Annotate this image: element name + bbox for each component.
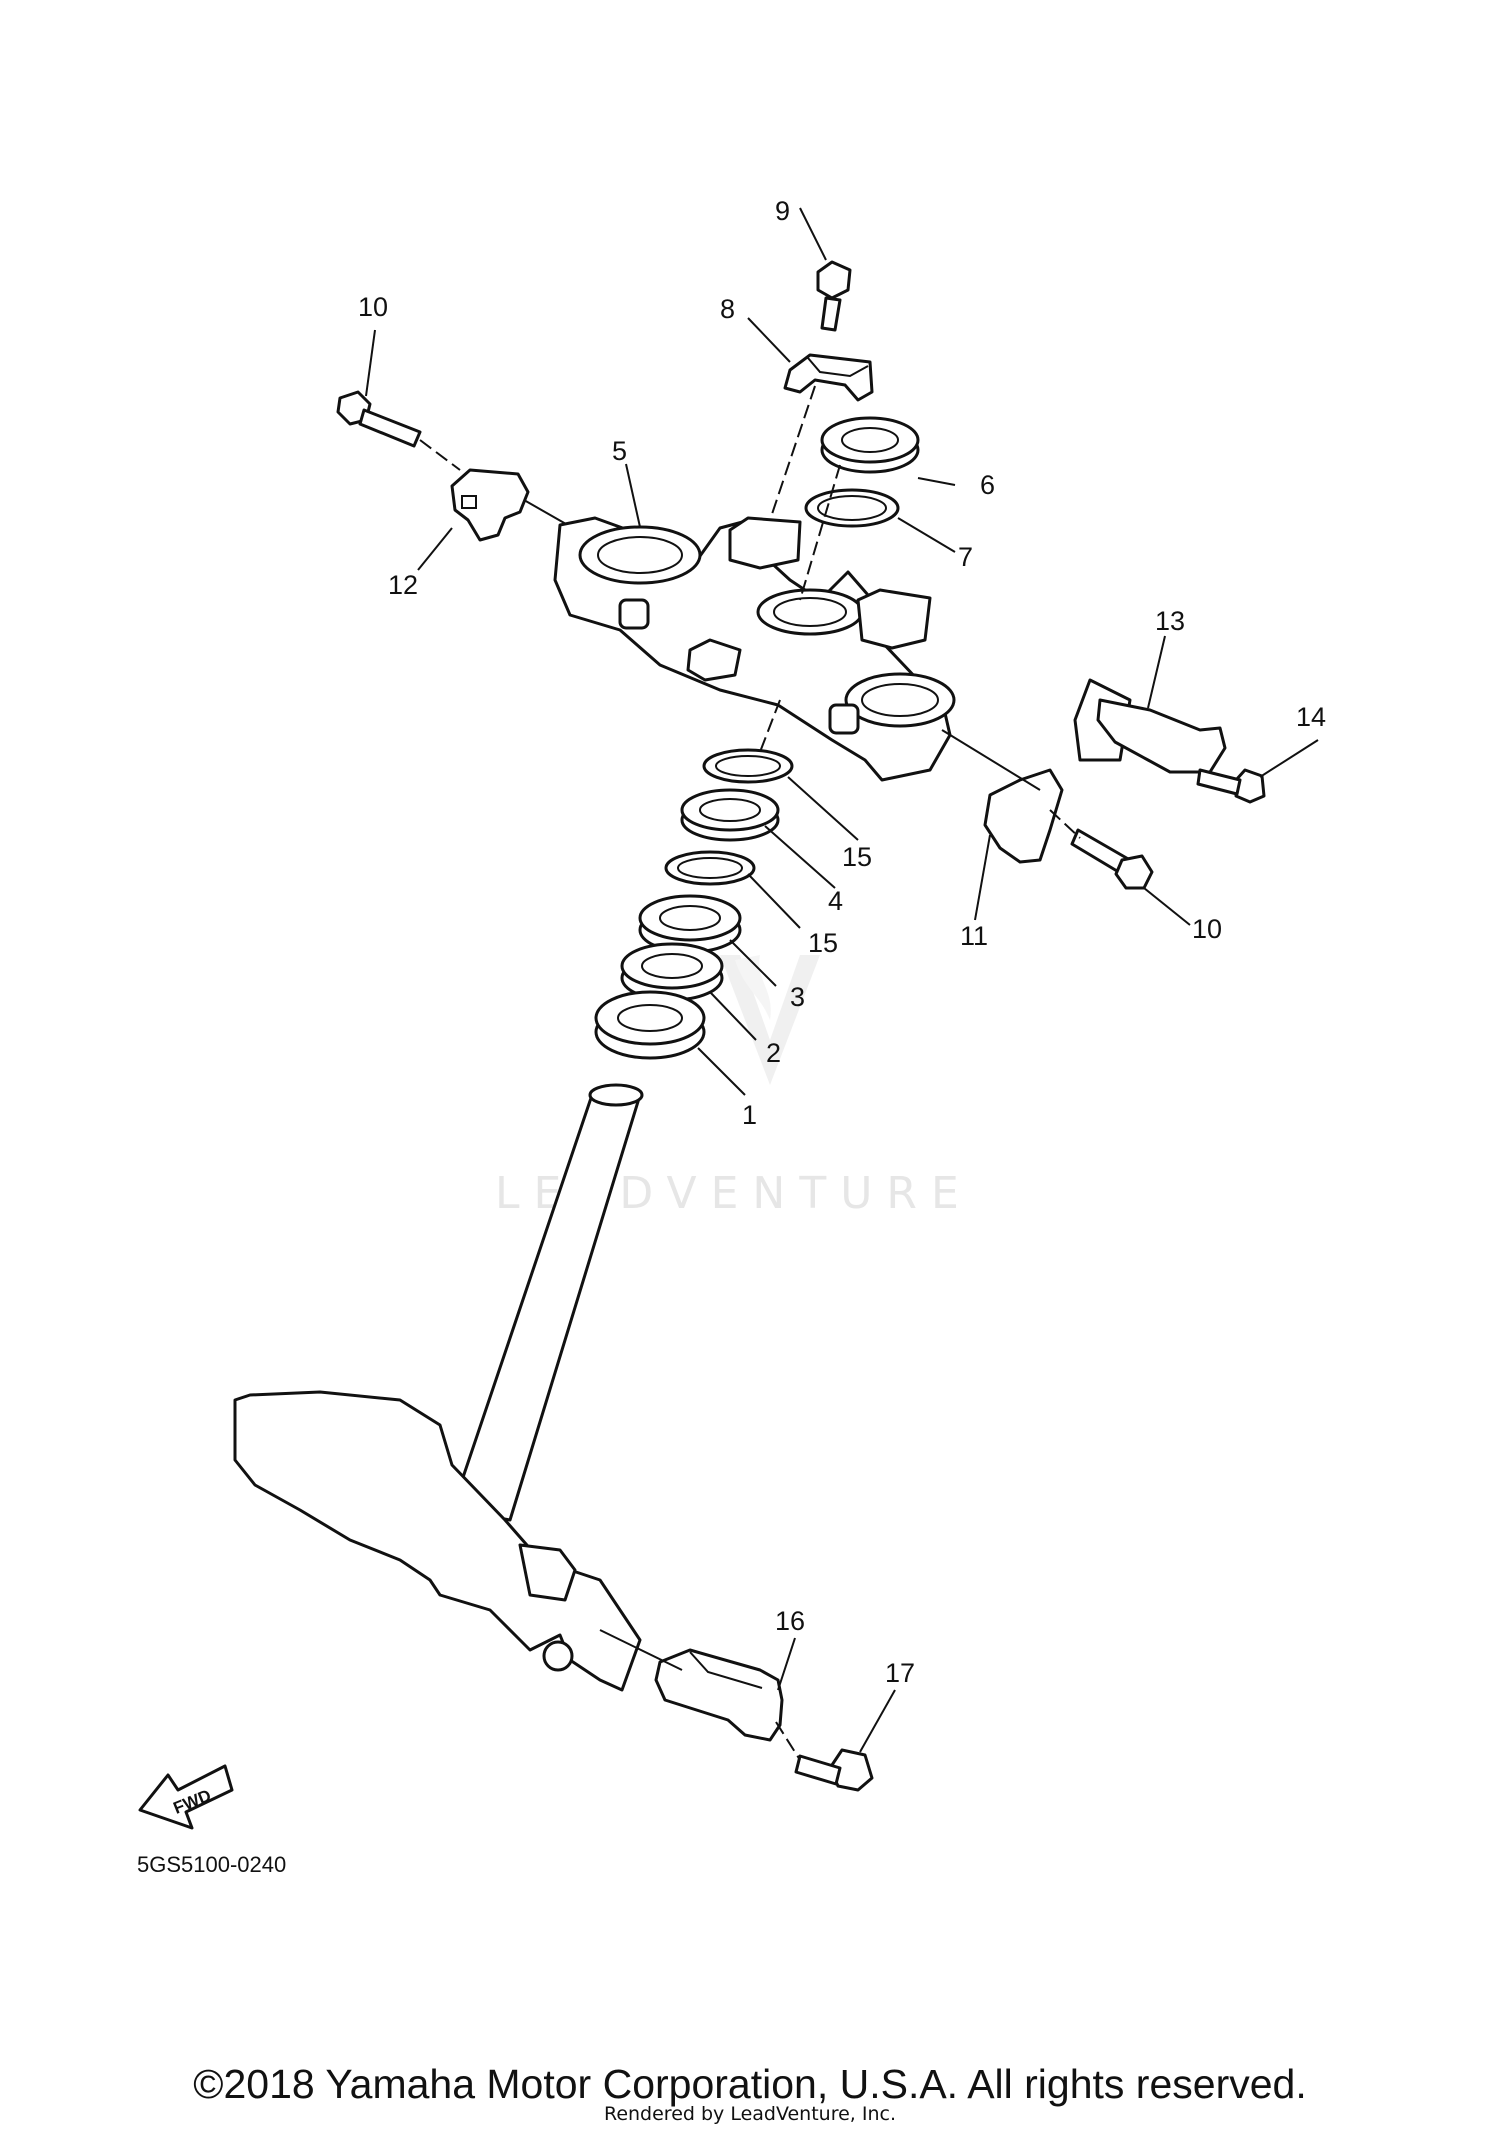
copyright-notice: ©2018 Yamaha Motor Corporation, U.S.A. A… xyxy=(193,2061,1307,2107)
diagram-code: 5GS5100-0240 xyxy=(137,1852,287,1877)
part-12-bracket[interactable] xyxy=(450,468,530,542)
part-16-lower-clamp[interactable] xyxy=(654,1648,784,1742)
callout-5: 5 xyxy=(612,436,627,466)
part-15-washer-upper[interactable] xyxy=(702,748,794,784)
fwd-arrow-icon: FWD xyxy=(138,1764,234,1830)
watermark-logo xyxy=(720,955,820,1085)
rendered-by-credit: Rendered by LeadVenture, Inc. xyxy=(603,2103,897,2125)
callout-1: 1 xyxy=(742,1100,757,1130)
callout-10-lower: 10 xyxy=(1192,914,1222,944)
part-14-bolt[interactable] xyxy=(1196,768,1266,804)
part-7-washer[interactable] xyxy=(804,488,900,528)
callout-8: 8 xyxy=(720,294,735,324)
callout-14: 14 xyxy=(1296,702,1326,732)
callout-10-upper: 10 xyxy=(358,292,388,322)
part-10-bolt-upper[interactable] xyxy=(336,390,422,448)
part-5-upper-triple-clamp[interactable] xyxy=(553,516,956,782)
callout-6: 6 xyxy=(980,470,995,500)
part-11-bracket[interactable] xyxy=(983,768,1064,864)
part-2-bearing[interactable] xyxy=(620,942,724,1002)
part-1-seal[interactable] xyxy=(594,990,706,1060)
part-10-bolt-lower[interactable] xyxy=(1070,828,1154,890)
callout-12: 12 xyxy=(388,570,418,600)
callout-3: 3 xyxy=(790,982,805,1012)
callout-16: 16 xyxy=(775,1606,805,1636)
part-9-bolt[interactable] xyxy=(816,260,852,332)
callout-15-upper: 15 xyxy=(842,842,872,872)
part-3-bearing[interactable] xyxy=(638,894,742,954)
callout-11: 11 xyxy=(960,921,988,951)
part-8-clamp-cap[interactable] xyxy=(783,353,874,402)
part-13-clamp[interactable] xyxy=(1073,678,1227,774)
leader-lines xyxy=(365,207,1319,1761)
steering-stem-assembly xyxy=(233,1083,644,1692)
callout-2: 2 xyxy=(766,1038,781,1068)
callout-15-lower: 15 xyxy=(808,928,838,958)
part-6-bushing[interactable] xyxy=(820,416,920,474)
callout-7: 7 xyxy=(958,542,973,572)
part-17-bolt[interactable] xyxy=(794,1748,874,1792)
callout-17: 17 xyxy=(885,1658,915,1688)
part-15-washer-lower[interactable] xyxy=(664,850,756,886)
callout-13: 13 xyxy=(1155,606,1185,636)
callout-9: 9 xyxy=(775,196,790,226)
callout-4: 4 xyxy=(828,886,843,916)
part-4-ring-nut[interactable] xyxy=(680,788,780,842)
